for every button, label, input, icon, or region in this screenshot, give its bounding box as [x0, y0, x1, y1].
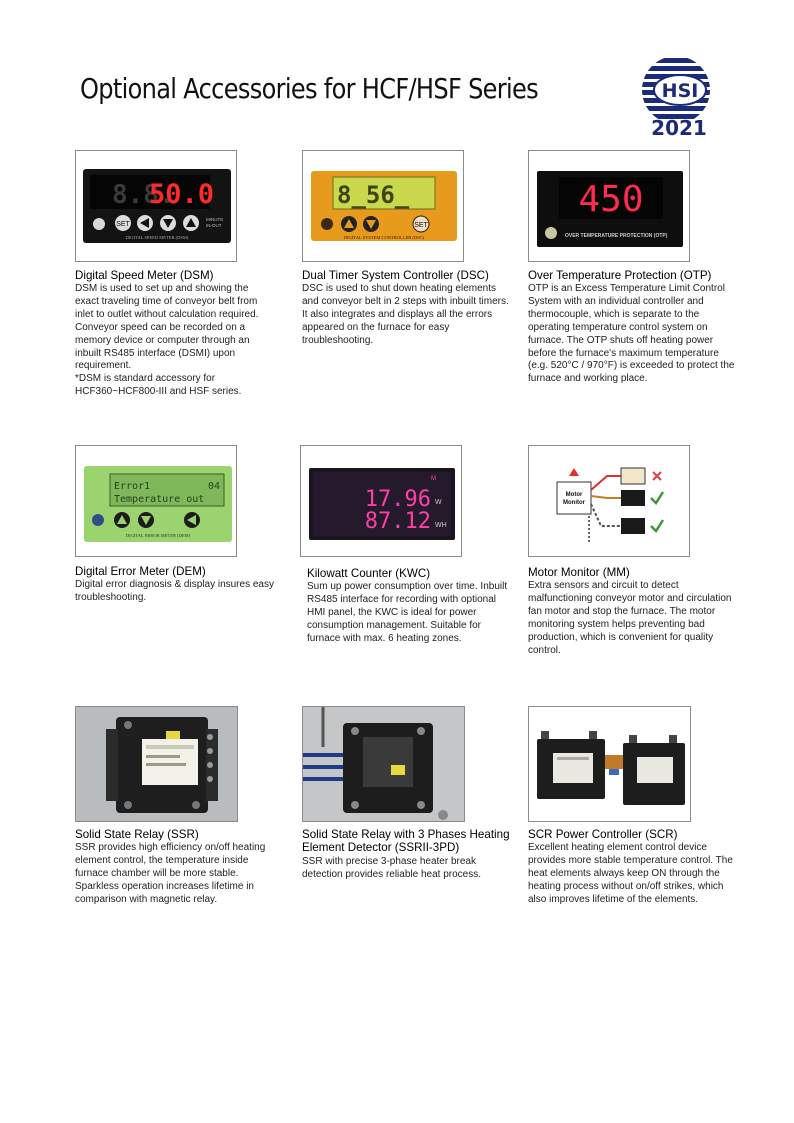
scr-title: SCR Power Controller (SCR) — [528, 828, 678, 841]
svg-text:OVER TEMPERATURE PROTECTION (O: OVER TEMPERATURE PROTECTION (OTP) — [565, 233, 668, 239]
dsm-set-button: SET — [116, 221, 130, 228]
dem-photo: Error1 04 Temperature out DIGITAL ERROR … — [75, 445, 237, 557]
svg-text:DIGITAL SPEED METER (DSM): DIGITAL SPEED METER (DSM) — [126, 235, 189, 240]
dsc-set-button: SET — [414, 222, 428, 229]
svg-text:04: 04 — [208, 481, 220, 492]
svg-text:Monitor: Monitor — [563, 500, 586, 506]
kwc-title: Kilowatt Counter (KWC) — [307, 567, 431, 580]
ssr-description: SSR provides high efficiency on/off heat… — [75, 842, 266, 905]
hsi-logo: HSI — [642, 58, 710, 119]
dsm-title: Digital Speed Meter (DSM) — [75, 269, 214, 282]
scr-photo — [528, 706, 691, 822]
ssrii-photo — [302, 706, 465, 822]
otp-title: Over Temperature Protection (OTP) — [528, 269, 712, 282]
svg-text:Temperature out: Temperature out — [114, 494, 204, 505]
dsc-title: Dual Timer System Controller (DSC) — [302, 269, 489, 282]
svg-text:DIGITAL SYSTEM CONTROLLER (DSC: DIGITAL SYSTEM CONTROLLER (DSC) — [344, 235, 425, 240]
otp-photo: 450 OVER TEMPERATURE PROTECTION (OTP) — [528, 150, 690, 262]
page-title: Optional Accessories for HCF/HSF Series — [80, 72, 539, 105]
dsc-description: DSC is used to shut down heating element… — [302, 283, 509, 346]
svg-text:IN-OUT: IN-OUT — [206, 223, 222, 228]
mm-description: Extra sensors and circuit to detect malf… — [528, 580, 732, 656]
dsm-photo: 8.8. 50.0 SET MINUTE IN-OUT DIGITAL SPEE… — [75, 150, 237, 262]
svg-text:Error1: Error1 — [114, 481, 150, 492]
otp-display: 450 — [578, 179, 643, 220]
dsm-dim-digits: 8.8. — [112, 180, 175, 210]
dem-description: Digital error diagnosis & display insure… — [75, 579, 274, 603]
kwc-display-wh: 87.12 — [365, 509, 431, 534]
kwc-display-w: 17.96 — [365, 487, 431, 512]
dem-title: Digital Error Meter (DEM) — [75, 565, 206, 578]
logo-text: HSI — [662, 80, 699, 102]
dsm-note: *DSM is standard accessory for HCF360~HC… — [75, 373, 242, 397]
kwc-description: Sum up power consumption over time. Inbu… — [307, 581, 508, 644]
dsm-description: DSM is used to set up and showing the ex… — [75, 283, 259, 372]
ssrii-title: Solid State Relay with 3 Phases Heating … — [302, 828, 510, 854]
dsm-display: 50.0 — [149, 179, 214, 210]
ssrii-description: SSR with precise 3-phase heater break de… — [302, 856, 481, 880]
kwc-photo: M 17.96 W 87.12 WH — [300, 445, 462, 557]
otp-description: OTP is an Excess Temperature Limit Contr… — [528, 283, 735, 385]
svg-text:M: M — [431, 476, 436, 482]
ssr-title: Solid State Relay (SSR) — [75, 828, 199, 841]
svg-text:Motor: Motor — [566, 492, 583, 498]
svg-text:WH: WH — [435, 522, 447, 529]
dsc-display: 8_56_ — [337, 181, 410, 209]
dsc-photo: 8_56_ SET DIGITAL SYSTEM CONTROLLER (DSC… — [302, 150, 464, 262]
svg-text:W: W — [435, 499, 442, 506]
logo-year: 2021 — [651, 116, 707, 140]
svg-text:MINUTE: MINUTE — [206, 217, 223, 222]
mm-photo: Motor Monitor — [528, 445, 690, 557]
scr-description: Excellent heating element control device… — [528, 842, 733, 905]
ssr-photo — [75, 706, 238, 822]
svg-text:DIGITAL ERROR METER (DEM): DIGITAL ERROR METER (DEM) — [126, 533, 191, 538]
mm-title: Motor Monitor (MM) — [528, 566, 630, 579]
